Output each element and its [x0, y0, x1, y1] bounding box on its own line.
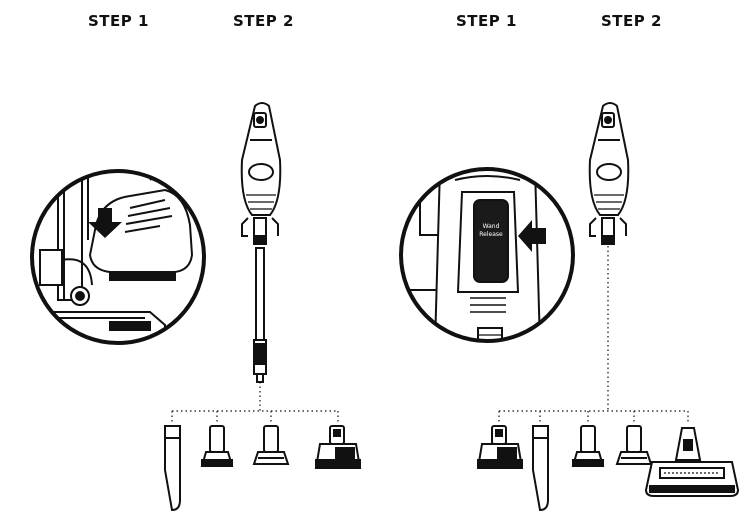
left-step2-vacuum — [240, 102, 282, 383]
right-step1-magnified-view: Wand Release — [399, 167, 575, 343]
right-accessory-connector — [498, 246, 689, 423]
wand-release-label-line2: Release — [479, 231, 503, 238]
right-pet-power-brush — [476, 425, 524, 469]
right-motorized-floor-nozzle — [644, 427, 740, 497]
right-dusting-brush — [615, 425, 653, 465]
right-step1-label: STEP 1 — [456, 12, 517, 30]
left-arrow-icon — [518, 220, 546, 252]
right-step2-label: STEP 2 — [601, 12, 662, 30]
right-crevice-tool — [532, 425, 549, 512]
left-accessory-connector — [171, 382, 339, 423]
left-crevice-tool — [164, 425, 181, 512]
left-dusting-brush — [252, 425, 290, 465]
left-step1-magnified-view — [30, 169, 206, 345]
right-upholstery-tool — [571, 425, 605, 467]
down-arrow-icon — [88, 208, 122, 238]
right-step2-handheld-vacuum — [588, 102, 630, 245]
wand-release-label-line1: Wand — [483, 223, 500, 230]
left-step2-label: STEP 2 — [233, 12, 294, 30]
left-step1-label: STEP 1 — [88, 12, 149, 30]
left-magnifier-circle — [30, 169, 206, 345]
wand-release-button[interactable] — [473, 199, 509, 283]
left-upholstery-tool — [200, 425, 234, 467]
left-pet-power-brush — [314, 425, 362, 469]
right-magnifier-circle — [399, 167, 575, 343]
